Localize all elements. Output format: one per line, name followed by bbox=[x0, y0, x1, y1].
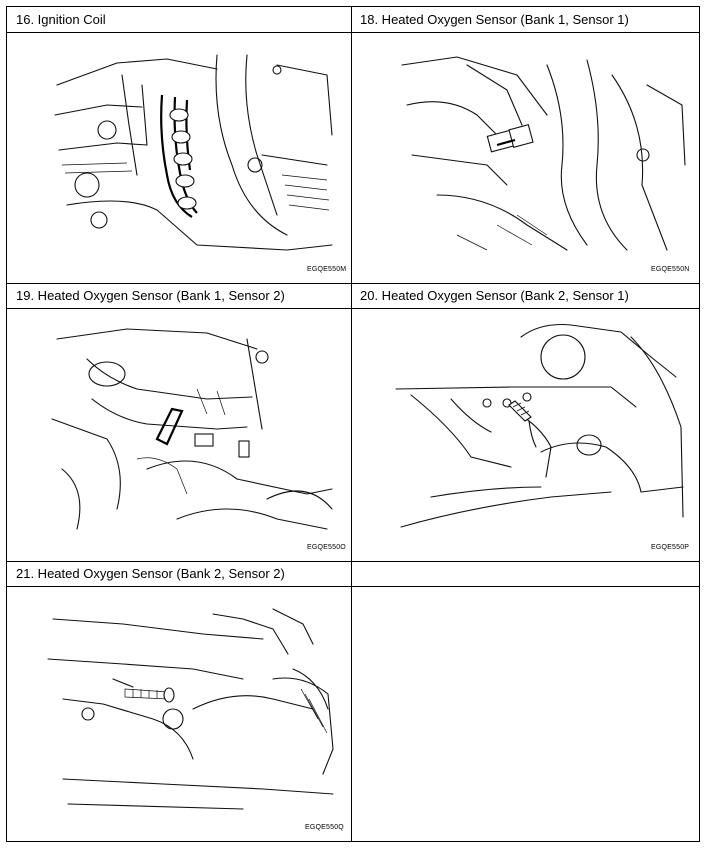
component-location-table: 16. Ignition Coil bbox=[6, 6, 700, 842]
figure-code: EGQE550N bbox=[651, 266, 690, 273]
ignition-coil-illustration bbox=[54, 54, 333, 251]
cell-title: 18. Heated Oxygen Sensor (Bank 1, Sensor… bbox=[351, 7, 699, 33]
empty-cell-title bbox=[351, 561, 699, 587]
cell-oxygen-sensor-bank1-sensor2: 19. Heated Oxygen Sensor (Bank 1, Sensor… bbox=[7, 283, 351, 561]
empty-cell bbox=[351, 561, 699, 841]
cell-oxygen-sensor-bank1-sensor1: 18. Heated Oxygen Sensor (Bank 1, Sensor… bbox=[351, 7, 699, 283]
figure-code: EGQE550O bbox=[307, 544, 346, 551]
cell-title: 20. Heated Oxygen Sensor (Bank 2, Sensor… bbox=[351, 283, 699, 309]
row-divider bbox=[7, 561, 699, 562]
oxygen-sensor-illustration bbox=[47, 608, 334, 810]
figure-code: EGQE550Q bbox=[305, 824, 344, 831]
cell-oxygen-sensor-bank2-sensor1: 20. Heated Oxygen Sensor (Bank 2, Sensor… bbox=[351, 283, 699, 561]
oxygen-sensor-illustration bbox=[51, 328, 333, 530]
cell-title: 19. Heated Oxygen Sensor (Bank 1, Sensor… bbox=[7, 283, 351, 309]
cell-title: 21. Heated Oxygen Sensor (Bank 2, Sensor… bbox=[7, 561, 351, 587]
cell-oxygen-sensor-bank2-sensor2: 21. Heated Oxygen Sensor (Bank 2, Sensor… bbox=[7, 561, 351, 841]
column-divider bbox=[351, 7, 352, 841]
oxygen-sensor-illustration bbox=[395, 323, 684, 528]
row-divider bbox=[7, 283, 699, 284]
cell-title: 16. Ignition Coil bbox=[7, 7, 351, 33]
cell-ignition-coil: 16. Ignition Coil bbox=[7, 7, 351, 283]
figure-code: EGQE550M bbox=[307, 266, 347, 273]
figure-code: EGQE550P bbox=[651, 544, 690, 551]
oxygen-sensor-illustration bbox=[401, 56, 686, 251]
